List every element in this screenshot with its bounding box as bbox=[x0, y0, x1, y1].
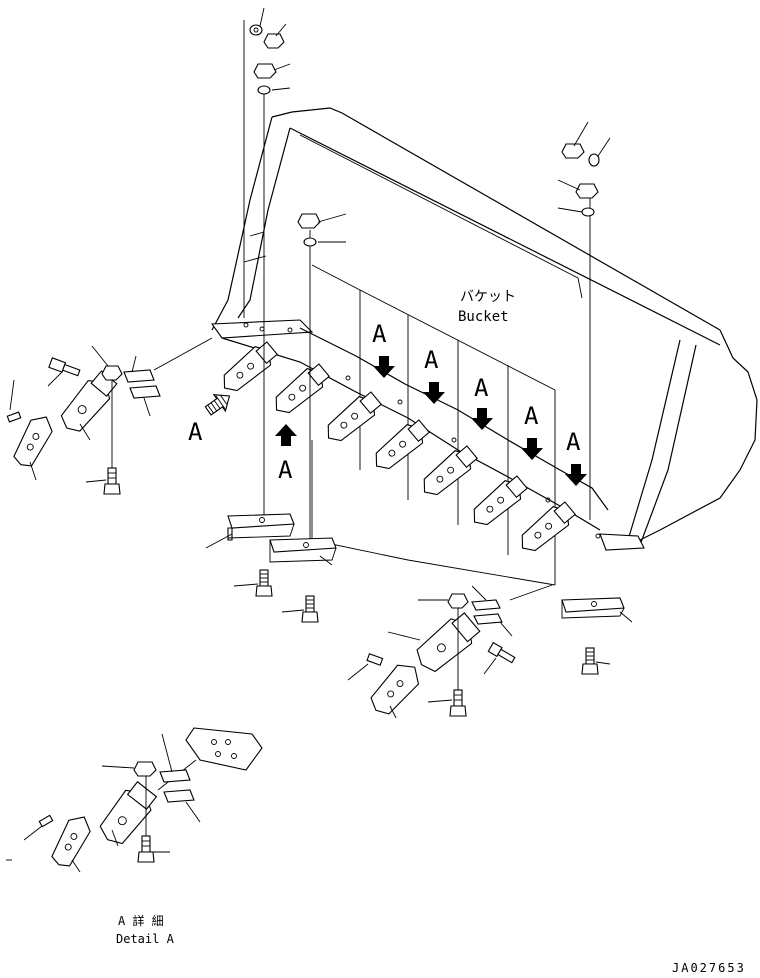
detail-label-jp: A 詳 細 bbox=[118, 914, 164, 928]
view-letter-a: A bbox=[372, 320, 387, 348]
bucket-label-jp: バケット bbox=[460, 289, 516, 305]
view-arrows bbox=[204, 356, 587, 486]
left-exploded-tooth bbox=[6, 337, 213, 495]
arrow-down-icon bbox=[521, 438, 543, 460]
right-bolt-stack bbox=[557, 121, 611, 520]
detail-label-en: Detail A bbox=[116, 932, 174, 946]
view-letter-a: A bbox=[278, 456, 293, 484]
arrow-down-icon bbox=[565, 464, 587, 486]
arrow-down-icon bbox=[373, 356, 395, 378]
view-letter-a: A bbox=[566, 428, 581, 456]
edge-holes bbox=[243, 322, 601, 539]
detail-a-assembly bbox=[6, 727, 263, 873]
plow-bolts bbox=[233, 569, 611, 675]
arrow-down-icon bbox=[423, 382, 445, 404]
view-letter-a: A bbox=[188, 418, 203, 446]
arrow-diagonal-icon bbox=[204, 394, 231, 416]
arrow-down-icon bbox=[471, 408, 493, 430]
left-bolt-stack bbox=[243, 7, 291, 520]
arrow-up-icon bbox=[275, 424, 297, 446]
view-letter-a: A bbox=[424, 346, 439, 374]
bucket-label-en: Bucket bbox=[458, 309, 509, 325]
drawing-number: JA027653 bbox=[672, 961, 746, 975]
wear-plates bbox=[205, 513, 633, 623]
view-letter-a: A bbox=[474, 374, 489, 402]
teeth-row bbox=[223, 341, 576, 552]
middle-bolt-stack bbox=[297, 213, 347, 540]
view-letter-a: A bbox=[524, 402, 539, 430]
right-exploded-tooth bbox=[347, 584, 553, 719]
